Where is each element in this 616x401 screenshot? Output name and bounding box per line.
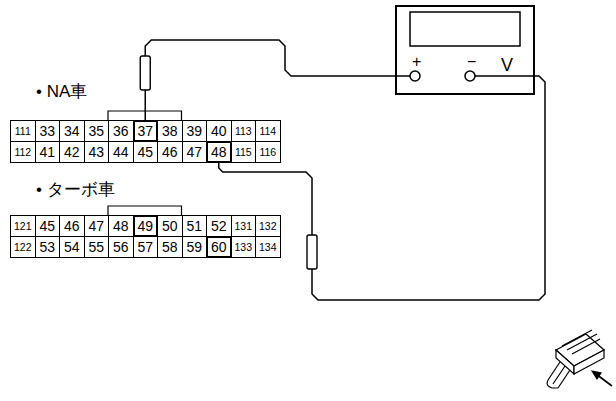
pin-number: 114 <box>255 120 281 142</box>
meter-display <box>410 12 520 46</box>
pin-number: 47 <box>182 141 208 163</box>
pin-number: 122 <box>10 236 36 258</box>
pin-number: 134 <box>255 236 281 258</box>
pin-number: 133 <box>231 236 257 258</box>
minus-lead <box>312 76 545 300</box>
pin-number: 46 <box>157 141 183 163</box>
pin-number: 35 <box>84 120 110 142</box>
pin-number: 46 <box>59 215 85 237</box>
pin-number: 34 <box>59 120 85 142</box>
plus-terminal <box>410 71 420 81</box>
pin-number: 45 <box>133 141 159 163</box>
pin-number: 39 <box>182 120 208 142</box>
pin-number: 50 <box>157 215 183 237</box>
pin-number: 41 <box>35 141 61 163</box>
pin-number: 49 <box>133 215 159 237</box>
plus-lead <box>145 40 410 76</box>
test-probe <box>307 235 317 269</box>
pin-number: 44 <box>108 141 134 163</box>
test-probe <box>140 56 150 90</box>
pin-number: 40 <box>206 120 232 142</box>
pin-number: 56 <box>108 236 134 258</box>
pin-number: 48 <box>108 215 134 237</box>
pin-number: 51 <box>182 215 208 237</box>
terminal-sign: − <box>467 54 476 70</box>
pin-number: 111 <box>10 120 36 142</box>
pin-number: 38 <box>157 120 183 142</box>
pin-number: 112 <box>10 141 36 163</box>
vehicle-label: • ターボ車 <box>36 178 115 201</box>
meter-unit: V <box>501 56 513 74</box>
pin-number: 57 <box>133 236 159 258</box>
pin-number: 115 <box>231 141 257 163</box>
voltmeter: V + − <box>395 5 535 95</box>
pin-number: 43 <box>84 141 110 163</box>
pin-number: 48 <box>206 141 232 163</box>
pin-number: 131 <box>231 215 257 237</box>
pin-number: 58 <box>157 236 183 258</box>
pin-number: 116 <box>255 141 281 163</box>
pin-number: 60 <box>206 236 232 258</box>
pin-number: 37 <box>133 120 159 142</box>
pin-number: 132 <box>255 215 281 237</box>
pin-number: 113 <box>231 120 257 142</box>
pin-number: 45 <box>35 215 61 237</box>
minus-terminal <box>465 71 475 81</box>
pin-number: 55 <box>84 236 110 258</box>
terminal-sign: + <box>412 54 421 70</box>
pin-number: 47 <box>84 215 110 237</box>
probe-tip <box>145 90 147 120</box>
pin-number: 54 <box>59 236 85 258</box>
pin-number: 36 <box>108 120 134 142</box>
pin-number: 42 <box>59 141 85 163</box>
vehicle-label: • NA車 <box>36 80 87 103</box>
pin-number: 33 <box>35 120 61 142</box>
connector-latch <box>108 206 182 215</box>
pin-number: 52 <box>206 215 232 237</box>
pin-number: 59 <box>182 236 208 258</box>
connector-icon <box>547 330 612 388</box>
pin-number: 53 <box>35 236 61 258</box>
pin-number: 121 <box>10 215 36 237</box>
